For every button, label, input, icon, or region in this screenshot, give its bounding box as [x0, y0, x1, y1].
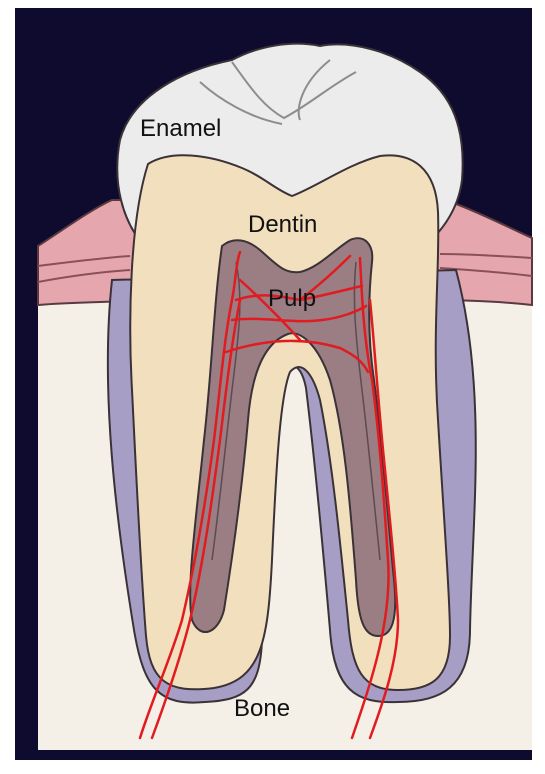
label-dentin: Dentin [248, 211, 317, 238]
label-pulp: Pulp [268, 285, 316, 312]
label-bone: Bone [234, 695, 290, 722]
label-enamel: Enamel [140, 115, 221, 142]
